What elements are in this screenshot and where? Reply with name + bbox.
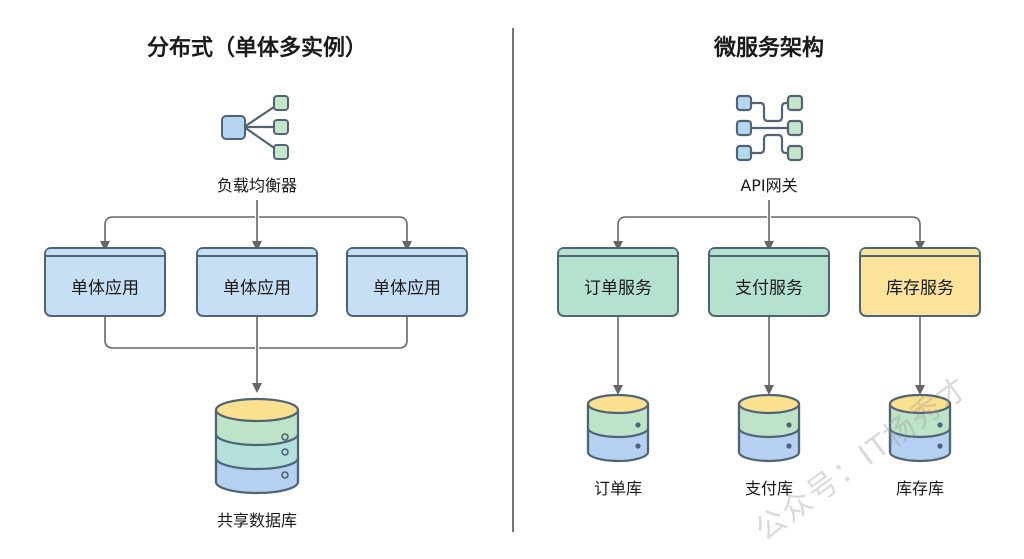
payment-service-label: 支付服务 xyxy=(735,278,803,299)
left-service-label: 单体应用 xyxy=(223,278,291,299)
load-balancer-icon xyxy=(221,95,289,160)
inventory-db-icon xyxy=(888,393,952,463)
left-service-label: 单体应用 xyxy=(71,278,139,299)
payment-db-icon xyxy=(737,393,801,463)
inventory-service-label: 库存服务 xyxy=(886,278,954,299)
inventory-service-box xyxy=(859,247,981,317)
monolith-app-box xyxy=(44,247,166,317)
left-fanout-connectors xyxy=(100,200,412,251)
api-gateway-label: API网关 xyxy=(740,176,798,195)
left-service-label: 单体应用 xyxy=(373,278,441,299)
order-service-box xyxy=(557,247,679,317)
order-db-icon xyxy=(586,393,650,463)
left-section-title: 分布式（单体多实例） xyxy=(146,36,368,61)
order-db-label: 订单库 xyxy=(593,479,643,498)
load-balancer-label: 负载均衡器 xyxy=(216,176,298,195)
right-fanout-connectors xyxy=(613,200,925,251)
payment-service-box xyxy=(708,247,830,317)
shared-database-icon xyxy=(214,397,300,495)
inventory-db-label: 库存库 xyxy=(895,479,945,498)
right-db-connectors xyxy=(613,316,925,395)
order-service-label: 订单服务 xyxy=(584,278,652,299)
api-gateway-icon xyxy=(735,94,804,162)
monolith-app-box xyxy=(196,247,318,317)
right-section-title: 微服务架构 xyxy=(713,36,825,61)
shared-database-label: 共享数据库 xyxy=(216,511,298,530)
left-merge-connectors xyxy=(104,316,408,393)
monolith-app-box xyxy=(346,247,468,317)
payment-db-label: 支付库 xyxy=(744,479,794,498)
